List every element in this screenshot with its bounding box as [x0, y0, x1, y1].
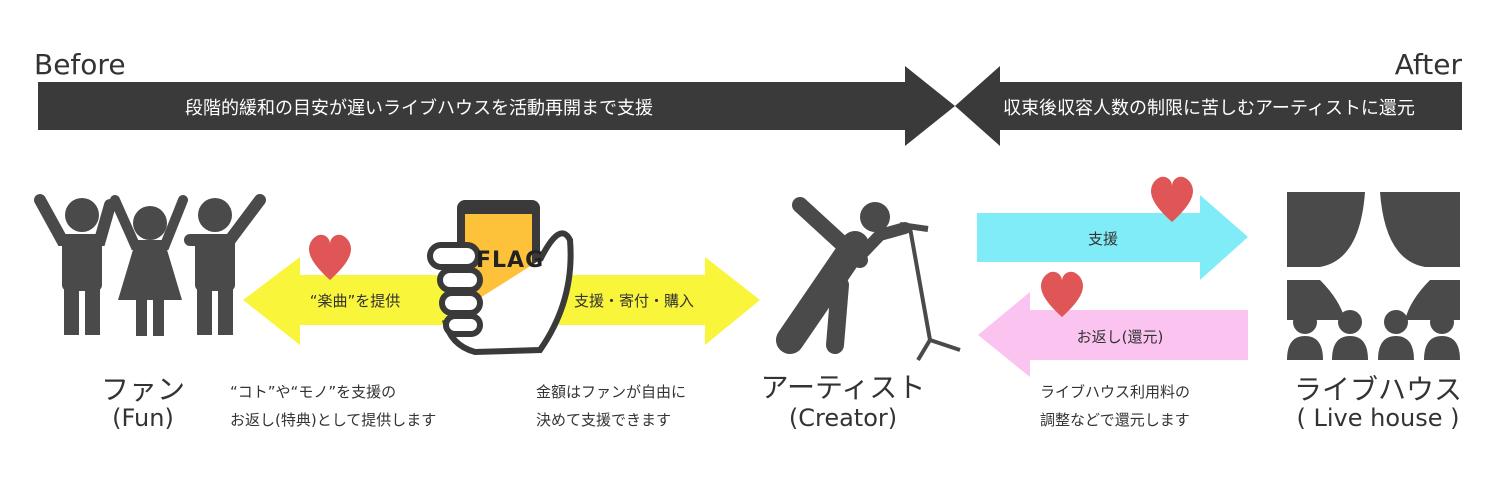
before-bar-text: 段階的緩和の目安が遅いライブハウスを活動再開まで支援	[185, 98, 653, 119]
after-bar-text: 収束後収容人数の制限に苦しむアーティストに還元	[1003, 98, 1415, 119]
flag-logo: FLAG	[476, 248, 545, 273]
singer-icon	[776, 197, 961, 362]
fan-note-line: お返し(特典)として提供します	[230, 411, 437, 429]
provide-music-label: “楽曲”を提供	[309, 292, 401, 310]
after-arrow	[955, 66, 1462, 146]
livehouse-label-en: ( Live house )	[1296, 404, 1460, 432]
amount-note: 金額はファンが自由に 決めて支援できます	[536, 378, 686, 434]
stage-audience-icon	[1287, 192, 1460, 360]
heart-icon	[1041, 271, 1083, 317]
before-arrow	[38, 66, 955, 146]
fan-label-en: (Fun)	[112, 404, 174, 432]
amount-note-line: 決めて支援できます	[536, 411, 672, 429]
support-arrow	[977, 195, 1248, 280]
return-arrow	[978, 292, 1248, 377]
livehouse-note-line: ライブハウス利用料の	[1040, 383, 1191, 401]
artist-label-en: (Creator)	[788, 404, 898, 432]
fan-note-line: “コト”や“モノ”を支援の	[230, 383, 397, 401]
support-label: 支援	[1087, 230, 1119, 248]
support-donate-buy-label: 支援・寄付・購入	[573, 292, 695, 310]
return-label: お返し(還元)	[1076, 328, 1164, 346]
livehouse-label: ライブハウス	[1293, 373, 1463, 406]
before-label: Before	[34, 48, 126, 81]
livehouse-note-line: 調整などで還元します	[1040, 411, 1190, 429]
fan-label: ファン	[100, 373, 186, 406]
heart-icon	[1151, 176, 1193, 222]
phone-in-hand-icon	[427, 200, 574, 356]
livehouse-note: ライブハウス利用料の 調整などで還元します	[1040, 378, 1190, 434]
artist-label: アーティスト	[760, 371, 926, 404]
heart-icon	[309, 234, 351, 280]
fan-note: “コト”や“モノ”を支援の お返し(特典)として提供します	[230, 378, 436, 434]
amount-note-line: 金額はファンが自由に	[536, 383, 687, 401]
fans-icon	[34, 194, 266, 336]
after-label: After	[1394, 48, 1462, 81]
